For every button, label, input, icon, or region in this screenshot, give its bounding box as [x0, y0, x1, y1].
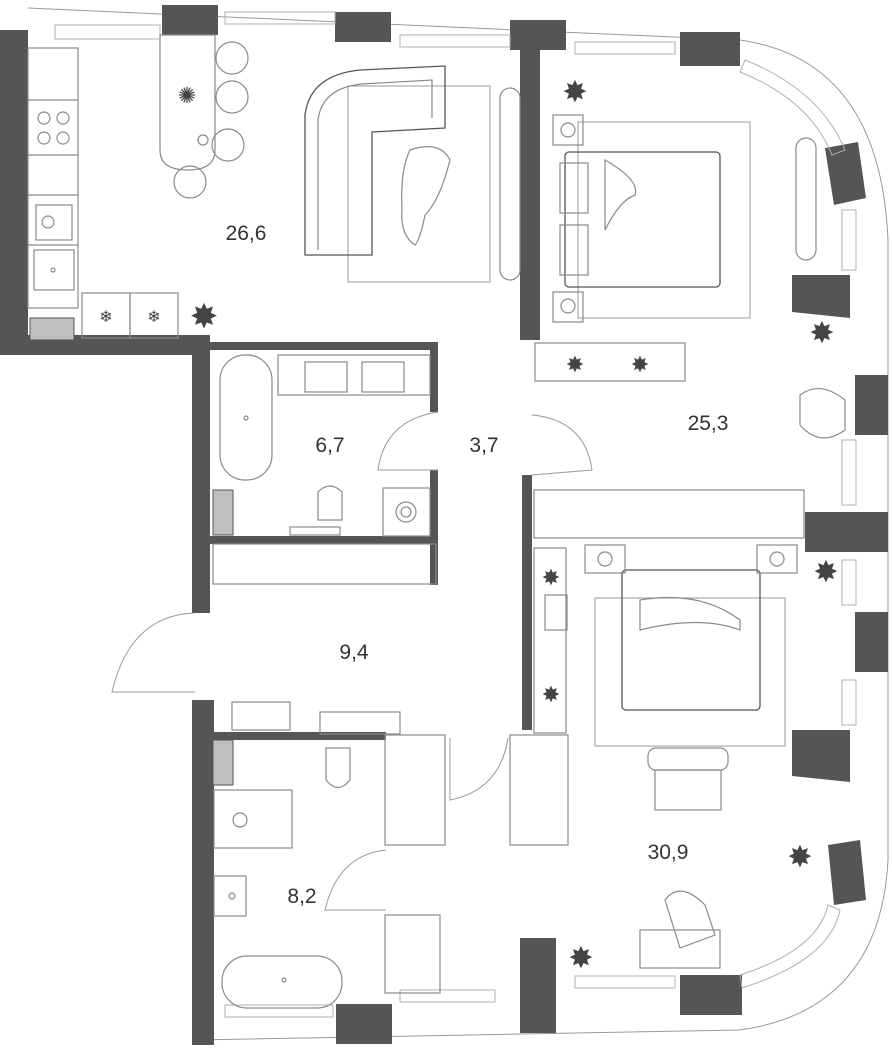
svg-text:✸: ✸ — [542, 565, 560, 590]
svg-text:✸: ✸ — [566, 352, 584, 377]
area-bedroom-1: 25,3 — [688, 412, 729, 435]
bedroom1-furniture — [499, 87, 846, 439]
svg-text:✸: ✸ — [562, 76, 587, 109]
svg-text:❄: ❄ — [147, 309, 160, 326]
svg-text:✸: ✸ — [809, 317, 834, 350]
area-bathroom-1: 6,7 — [315, 434, 344, 457]
bathroom1-furniture — [212, 354, 437, 585]
area-bedroom-2: 30,9 — [648, 841, 689, 864]
area-living-kitchen: 26,6 — [226, 222, 267, 245]
svg-text:✸: ✸ — [190, 298, 219, 336]
kitchen-furniture: ❄ ❄ — [27, 34, 249, 341]
area-hall: 9,4 — [339, 641, 369, 664]
outer-boundary — [27, 7, 889, 1041]
svg-text:❄: ❄ — [99, 309, 112, 326]
svg-text:✺: ✺ — [178, 83, 196, 108]
svg-text:✸: ✸ — [631, 352, 649, 377]
svg-text:✸: ✸ — [787, 841, 812, 874]
svg-text:✸: ✸ — [542, 682, 560, 707]
bedroom2-furniture — [544, 544, 798, 969]
area-labels: 26,6 6,7 3,7 25,3 9,4 8,2 30,9 — [226, 222, 729, 908]
doors — [111, 411, 593, 911]
living-furniture — [304, 65, 491, 283]
svg-text:✸: ✸ — [568, 942, 593, 975]
area-bathroom-2: 8,2 — [287, 885, 316, 908]
plants: ✺ ✸ ✸ ✸ ✸ ✸ ✸ ✸ ✸ ✸ ✸ — [178, 76, 839, 975]
bathroom2-furniture — [212, 701, 401, 1009]
area-corridor: 3,7 — [469, 434, 498, 457]
walls — [0, 5, 889, 1045]
wardrobes — [384, 489, 805, 994]
svg-text:✸: ✸ — [813, 556, 838, 589]
windows — [54, 11, 857, 1018]
